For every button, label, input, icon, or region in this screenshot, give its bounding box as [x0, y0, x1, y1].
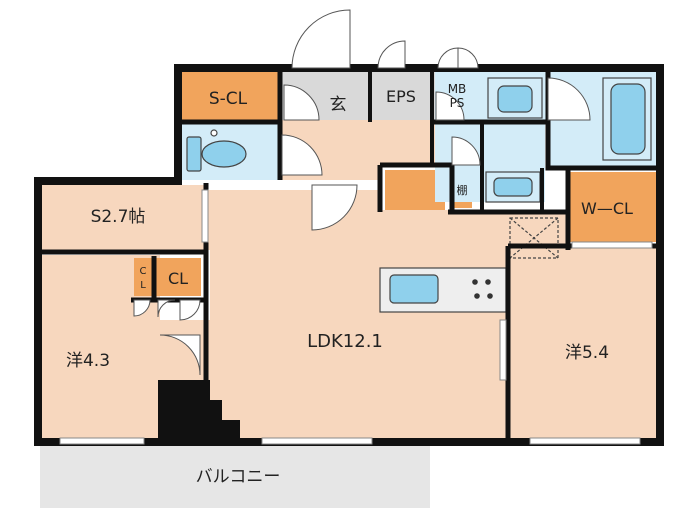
- room-fills: [40, 72, 656, 508]
- genkan-label: 玄: [330, 95, 347, 115]
- toilet-door: [281, 134, 323, 176]
- east-room: [510, 248, 656, 438]
- west-room-lower: [160, 320, 210, 380]
- ldk-room: [160, 190, 566, 438]
- wcl-label: W—CL: [581, 199, 633, 218]
- ldk-label: LDK12.1: [307, 331, 383, 352]
- kitchen-counter-icon: [379, 267, 507, 313]
- shelf-label: 棚: [457, 183, 468, 197]
- cl-label: CL: [168, 269, 188, 288]
- west-room-door: [159, 334, 201, 376]
- mb-door-right: [457, 47, 479, 69]
- toilet-icon: [186, 129, 247, 172]
- cl-door-left: [133, 299, 151, 317]
- cl-door-right: [157, 299, 176, 318]
- ldk-door: [311, 184, 358, 231]
- outer-wall: [34, 64, 664, 446]
- mb-label: MB: [448, 82, 467, 96]
- pipe-shaft-block: [158, 380, 240, 438]
- balcony-label: バルコニー: [196, 467, 281, 487]
- laundry-door: [451, 136, 481, 166]
- s-cl-closet: [182, 72, 278, 120]
- west-room-label: 洋4.3: [66, 351, 110, 371]
- cl-small-label-bottom: L: [140, 280, 146, 291]
- laundry-pan-icon: [485, 171, 541, 203]
- eps-door: [377, 40, 406, 69]
- doors: [133, 9, 591, 376]
- bath-door: [547, 77, 591, 121]
- genkan-door: [283, 84, 320, 121]
- labels: S-CL 玄 EPS MB PS S2.7帖 W—CL C L CL LDK12…: [66, 82, 633, 487]
- washroom-door: [435, 91, 465, 121]
- washbasin-icon: [487, 77, 543, 119]
- fixtures: [158, 77, 652, 438]
- ps-label: PS: [450, 96, 465, 110]
- eps-label: EPS: [386, 87, 416, 106]
- s-cl-label: S-CL: [209, 89, 248, 109]
- hallway: [282, 120, 452, 180]
- cl-closet: [155, 258, 201, 296]
- bathtub-icon: [602, 77, 652, 161]
- cl-door-far: [179, 299, 201, 321]
- balcony: [40, 445, 430, 508]
- windows: [59, 189, 653, 445]
- walls: [34, 64, 664, 446]
- east-room-label: 洋5.4: [565, 343, 609, 363]
- wcl-closet: [566, 172, 656, 242]
- eps-space: [370, 72, 430, 120]
- mb-door-left: [437, 47, 459, 69]
- entrance-door: [291, 9, 351, 69]
- storage-room: [42, 185, 206, 250]
- range-hood-icon: [509, 217, 559, 259]
- cl-small-closet: [134, 258, 152, 296]
- storage-label: S2.7帖: [91, 207, 146, 227]
- cl-small-label-top: C: [140, 266, 147, 277]
